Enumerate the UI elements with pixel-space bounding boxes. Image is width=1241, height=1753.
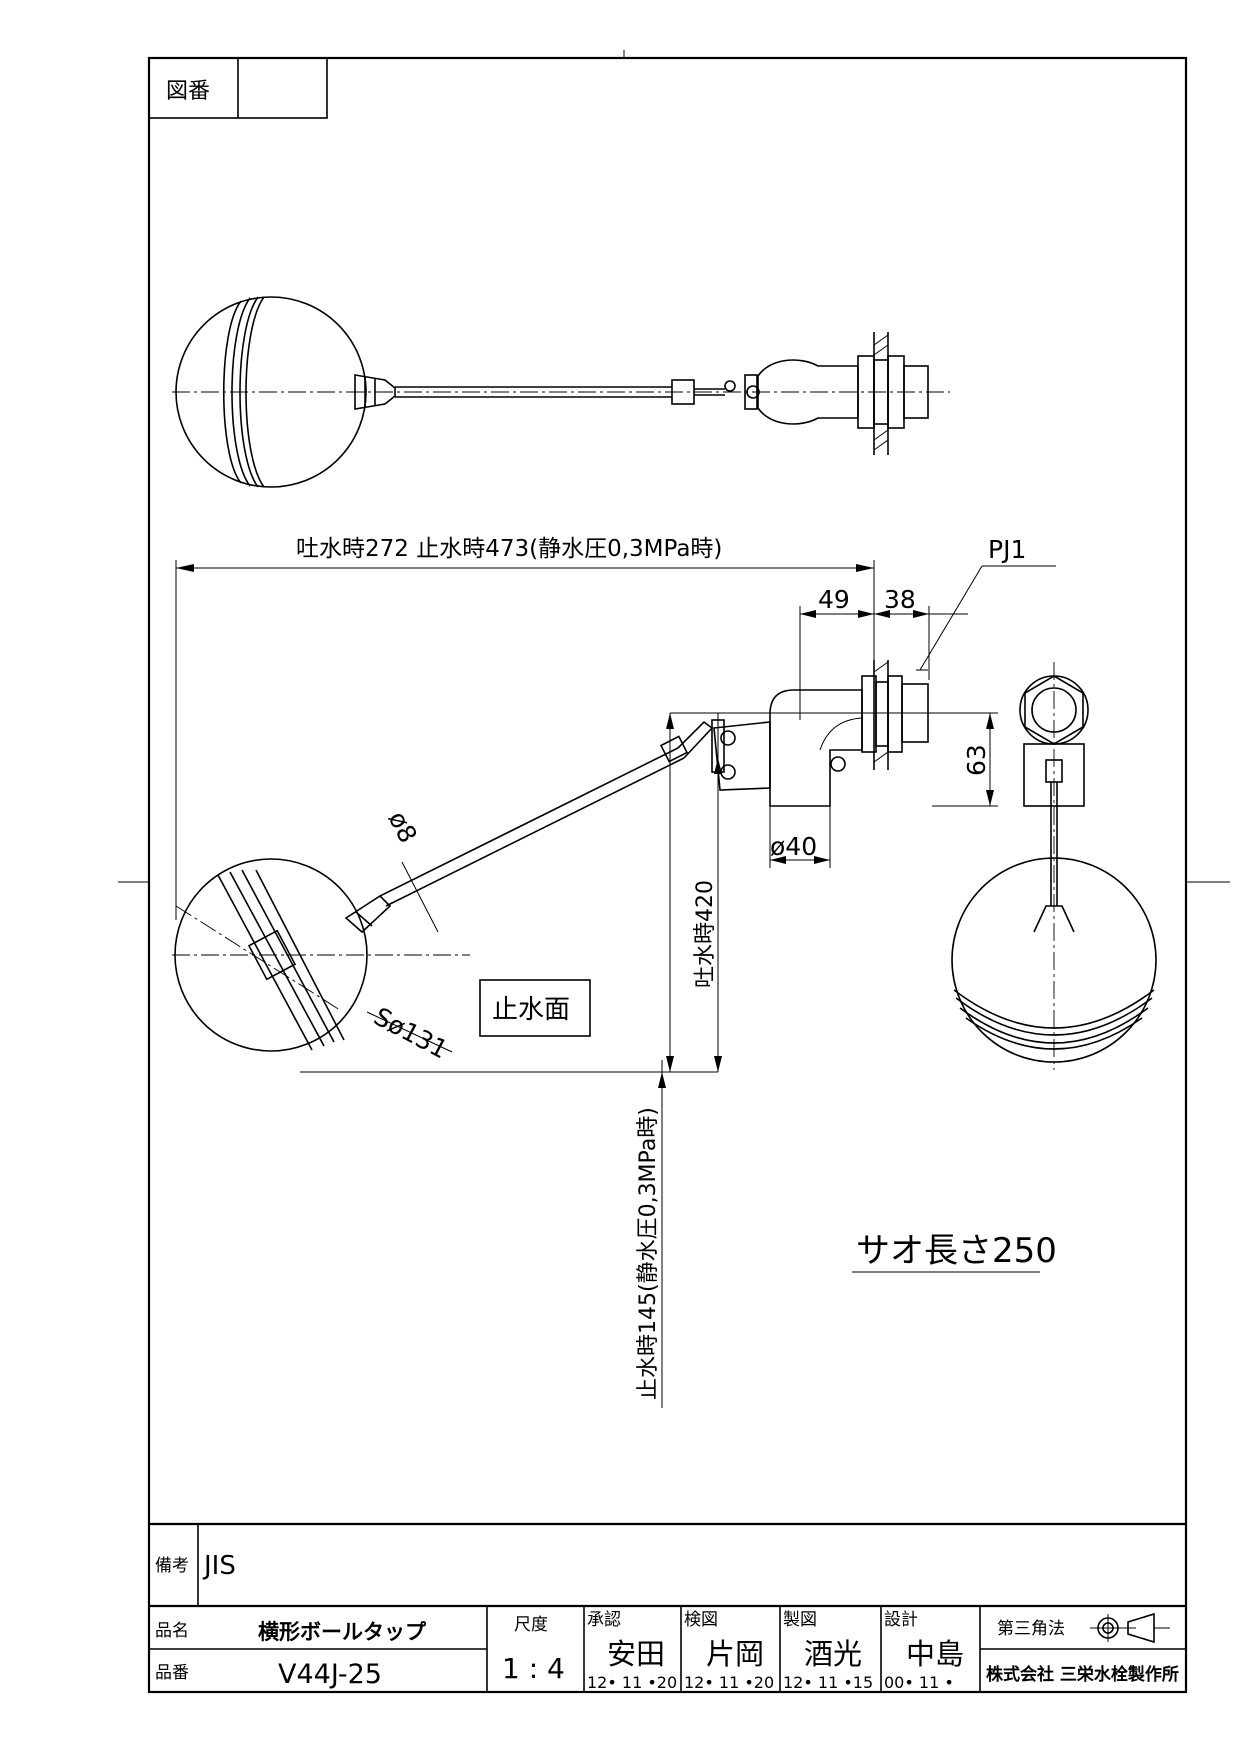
dim-dia40: ø40 [770, 832, 817, 861]
approval-name: 安田 [607, 1637, 665, 1671]
top-view [172, 296, 950, 488]
scale-label: 尺度 [514, 1615, 548, 1635]
front-view: 吐水時272 止水時473(静水圧0,3MPa時) 49 38 PJ1 63 [172, 535, 1056, 1408]
side-view-float-ball [951, 857, 1157, 1063]
product-name-label: 品名 [155, 1621, 189, 1641]
drawing-frame [147, 56, 1188, 1694]
right-side-view [951, 662, 1157, 1070]
title-block: 備考 JIS 品名 横形ボールタップ 品番 V44J-25 尺度 1 : 4 承… [149, 1522, 1186, 1692]
dim-63: 63 [962, 744, 991, 776]
check-date: 12• 11 •20 [684, 1673, 774, 1692]
design-label: 設計 [884, 1610, 918, 1630]
drawing-number-label: 図番 [166, 79, 210, 104]
third-angle-projection-symbol [1090, 1612, 1170, 1644]
dim-discharge-height: 吐水時420 [693, 880, 718, 988]
projection-label: 第三角法 [997, 1619, 1065, 1639]
check-name: 片岡 [706, 1637, 764, 1671]
dim-stop-height: 止水時145(静水圧0,3MPa時) [636, 1107, 661, 1400]
top-view-float-ball [175, 296, 367, 488]
thread-label: PJ1 [988, 535, 1026, 564]
drawing-number-box: 図番 [148, 57, 328, 119]
scale-value: 1 : 4 [502, 1652, 565, 1685]
product-number-value: V44J-25 [278, 1659, 382, 1690]
remarks-label: 備考 [155, 1556, 189, 1576]
dim-49: 49 [818, 585, 850, 614]
dim-ball-diameter: Sø131 [369, 1002, 452, 1065]
dim-38: 38 [884, 585, 916, 614]
dim-dia8: ø8 [383, 807, 423, 848]
design-date: 00• 11 • [884, 1673, 954, 1692]
remarks-value: JIS [202, 1551, 236, 1581]
check-label: 検図 [684, 1610, 718, 1630]
product-number-label: 品番 [155, 1663, 189, 1683]
overall-dimension-label: 吐水時272 止水時473(静水圧0,3MPa時) [296, 536, 722, 562]
rod-length-label: サオ長さ250 [856, 1231, 1057, 1271]
rod-length-note: サオ長さ250 [852, 1231, 1057, 1273]
drafting-label: 製図 [783, 1610, 817, 1630]
water-level-label: 止水面 [492, 995, 570, 1025]
approval-date: 12• 11 •20 [587, 1673, 677, 1692]
water-level-box [479, 979, 591, 1037]
product-name-value: 横形ボールタップ [258, 1620, 427, 1644]
approval-label: 承認 [587, 1610, 621, 1630]
drafting-name: 酒光 [804, 1637, 862, 1671]
drafting-date: 12• 11 •15 [783, 1673, 873, 1692]
design-name: 中島 [906, 1637, 964, 1671]
company-name: 株式会社 三栄水栓製作所 [986, 1664, 1179, 1685]
